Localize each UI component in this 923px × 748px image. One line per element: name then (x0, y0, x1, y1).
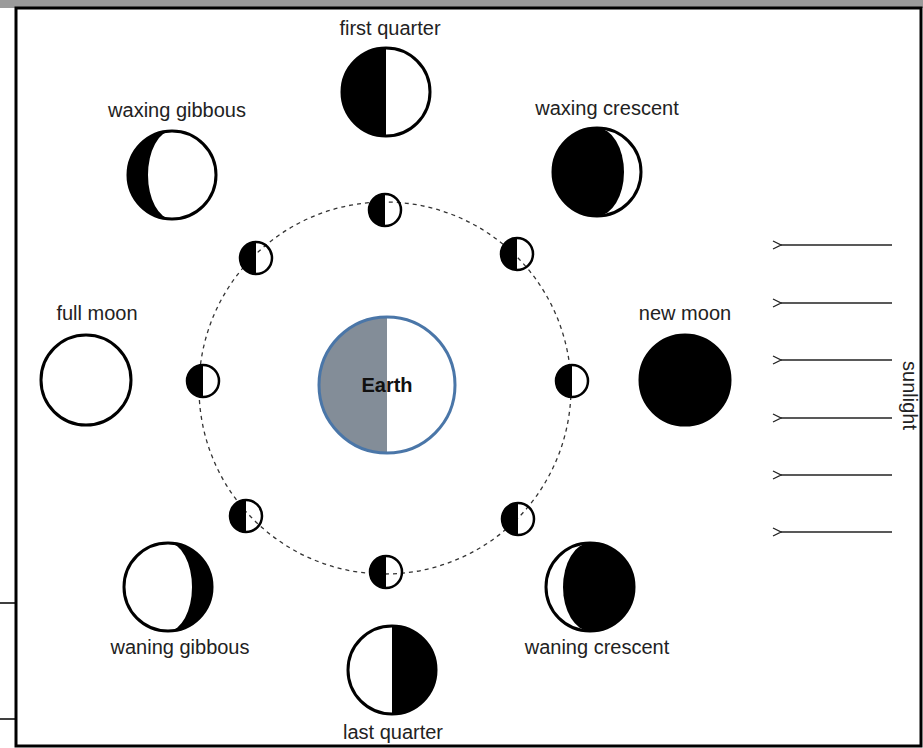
phase-name: last quarter (343, 720, 443, 744)
orbit (199, 202, 571, 574)
phase-label: last quarter (343, 720, 443, 744)
phase-label: first quarter (339, 16, 440, 40)
earth-node: Earth (361, 373, 412, 397)
phase-name: waning crescent (525, 635, 670, 659)
phase-label: new moon (639, 301, 731, 325)
phase-label: waning crescent (525, 635, 670, 659)
side-box (0, 603, 16, 719)
sunlight-label: sunlight (898, 361, 921, 430)
sunlight-arrows (781, 245, 892, 532)
phase-name: waning gibbous (111, 635, 250, 659)
phase-name: new moon (639, 301, 731, 325)
frame (16, 8, 921, 746)
earth-globe (319, 317, 455, 453)
phase-icons (41, 48, 730, 714)
orbit-moons (187, 194, 588, 588)
phase-label: waxing gibbous (108, 98, 246, 122)
phase-name: full moon (56, 301, 137, 325)
phase-label: waning gibbous (111, 635, 250, 659)
phase-name: waxing crescent (535, 96, 678, 120)
phase-name: first quarter (339, 16, 440, 40)
phase-name: waxing gibbous (108, 98, 246, 122)
phase-label: full moon (56, 301, 137, 325)
phase-label: waxing crescent (535, 96, 678, 120)
earth-label: Earth (361, 373, 412, 397)
